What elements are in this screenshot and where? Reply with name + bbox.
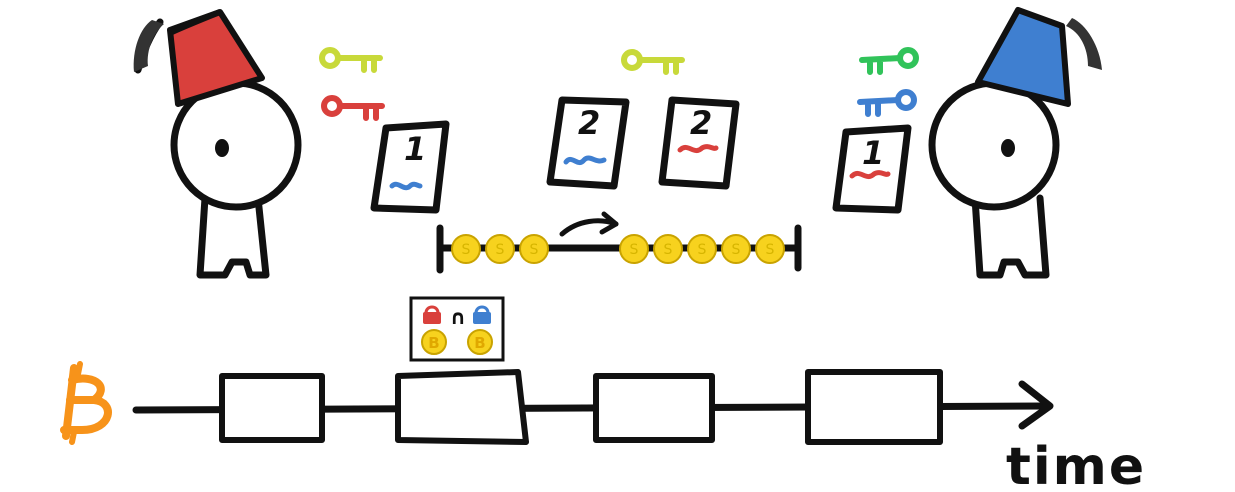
- left-person: [133, 9, 302, 279]
- coin-icon: S: [755, 234, 785, 264]
- key-icon: [321, 95, 385, 121]
- coin-glyph: S: [630, 242, 639, 258]
- card-number: 2: [578, 104, 600, 142]
- funding-transaction-box: ∩ B B: [409, 296, 505, 362]
- bitcoin-coin-icon: B: [421, 329, 447, 355]
- commitment-card: 2: [546, 96, 630, 190]
- key-icon: [621, 49, 685, 75]
- coin-glyph: S: [732, 242, 741, 258]
- svg-text:B: B: [474, 334, 485, 352]
- coin-glyph: S: [766, 242, 775, 258]
- commitment-card: 2: [658, 96, 740, 190]
- coin-icon: S: [687, 234, 717, 264]
- key-icon: [319, 47, 383, 73]
- block: [805, 369, 943, 445]
- blockchain-timeline: [132, 369, 1054, 445]
- svg-text:B: B: [428, 334, 439, 352]
- time-label: time: [1006, 437, 1146, 492]
- coin-icon: S: [485, 234, 515, 264]
- coin-icon: S: [653, 234, 683, 264]
- block: [593, 373, 715, 443]
- coin-icon: S: [519, 234, 549, 264]
- card-number: 1: [862, 134, 884, 172]
- coin-glyph: S: [462, 242, 471, 258]
- coin-glyph: S: [530, 242, 539, 258]
- bitcoin-coin-icon: B: [467, 329, 493, 355]
- coin-glyph: S: [496, 242, 505, 258]
- coin-glyph: S: [698, 242, 707, 258]
- lock-icon: [423, 305, 441, 324]
- coin-icon: S: [721, 234, 751, 264]
- commitment-card: 1: [832, 124, 912, 214]
- key-icon: [857, 89, 917, 117]
- intersection-operator: ∩: [450, 305, 466, 329]
- lock-icon: [473, 305, 491, 324]
- key-icon: [859, 47, 919, 75]
- coin-icon: S: [451, 234, 481, 264]
- commitment-card: 1: [370, 120, 450, 214]
- coin-icon: S: [619, 234, 649, 264]
- blue-fez-hat: [975, 7, 1071, 107]
- card-number: 1: [404, 130, 426, 168]
- block: [219, 373, 325, 443]
- bitcoin-icon: [60, 361, 112, 445]
- right-person: [928, 7, 1102, 279]
- block: [395, 369, 529, 445]
- coin-glyph: S: [664, 242, 673, 258]
- card-number: 2: [690, 104, 712, 142]
